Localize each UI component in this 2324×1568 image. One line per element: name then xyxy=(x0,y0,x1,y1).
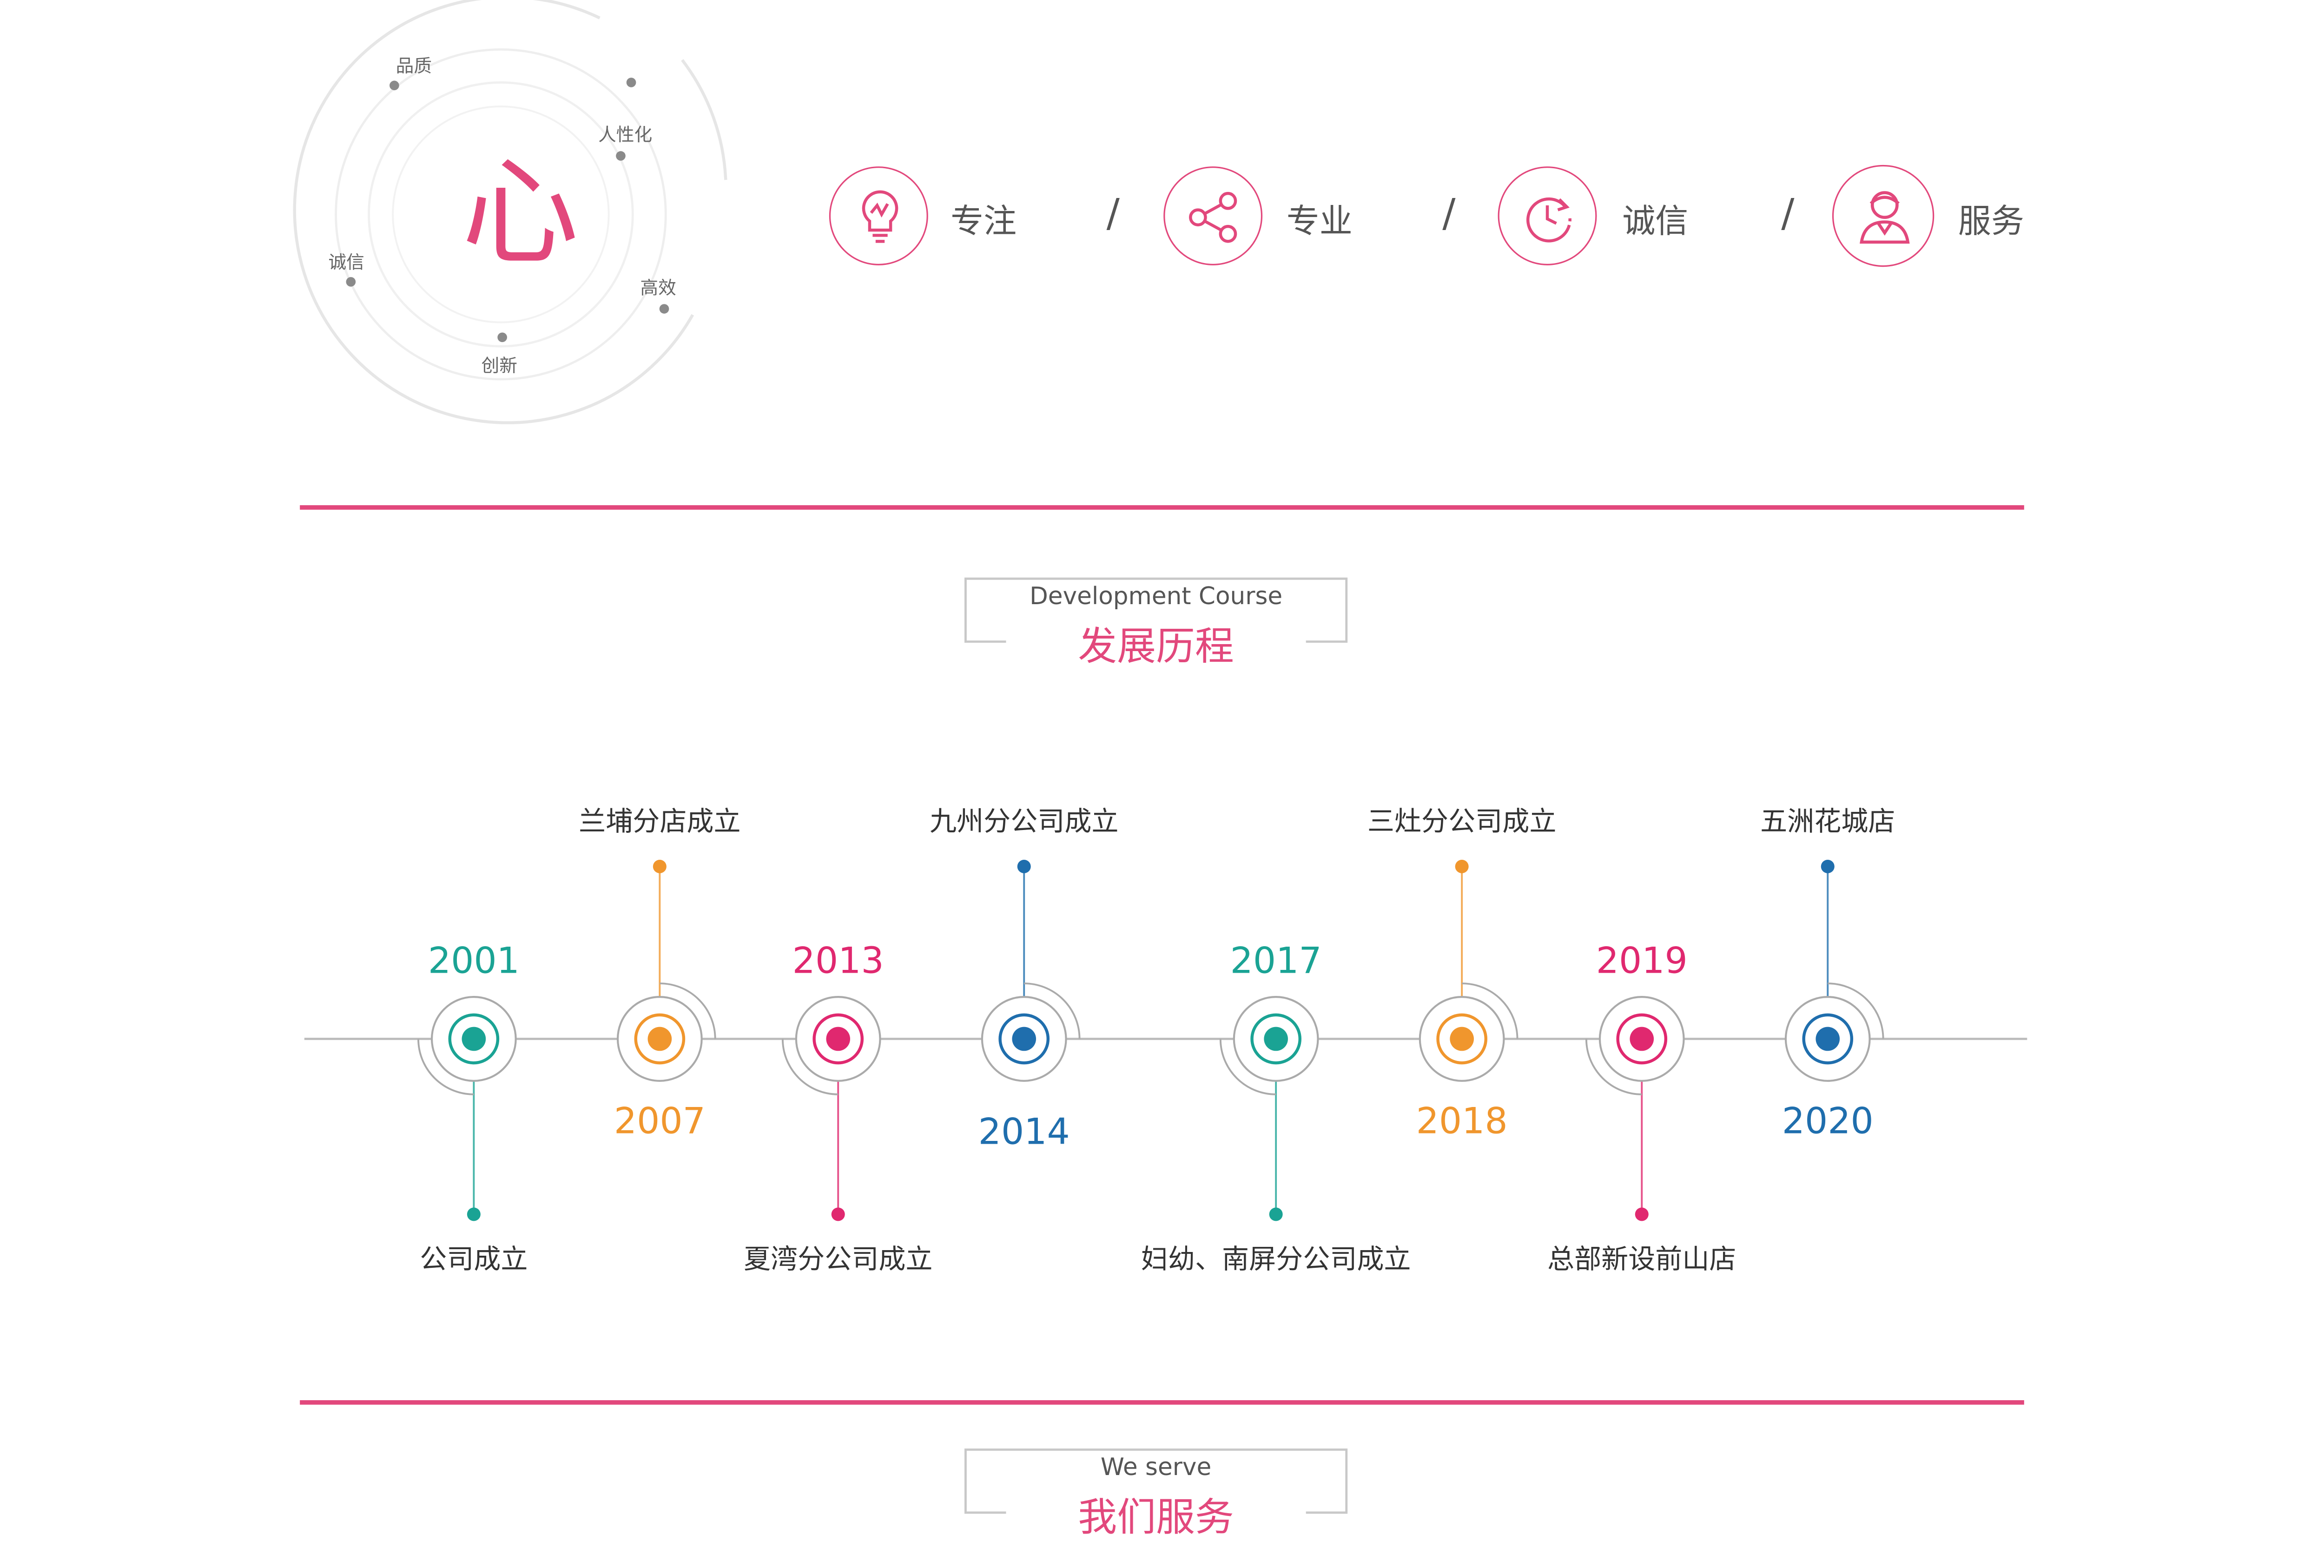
timeline-end-dot xyxy=(1635,1207,1649,1221)
service-person-icon xyxy=(1832,165,1934,267)
heart-character: 心 xyxy=(462,147,579,282)
timeline-end-dot xyxy=(1269,1207,1283,1221)
timeline-end-dot xyxy=(653,859,667,874)
timeline-node-dot xyxy=(1450,1027,1474,1051)
ring-label-quality: 品质 xyxy=(396,55,432,77)
timeline-event: 总部新设前山店 xyxy=(1547,1244,1736,1276)
ring-label-innovation: 创新 xyxy=(481,355,517,376)
timeline-node-dot xyxy=(462,1027,486,1051)
timeline-year: 2007 xyxy=(614,1100,706,1143)
value-separator: / xyxy=(1442,191,1456,237)
value-label-integrity: 诚信 xyxy=(1622,204,1689,242)
section-divider xyxy=(300,505,2024,510)
timeline-year: 2001 xyxy=(428,940,520,982)
timeline-arc xyxy=(1585,1039,1642,1095)
timeline-arc xyxy=(1219,1039,1276,1095)
timeline-event: 五洲花城店 xyxy=(1760,806,1895,838)
development-heading: Development Course 发展历程 xyxy=(964,577,1348,670)
timeline-node-dot xyxy=(1816,1027,1840,1051)
timeline-event: 夏湾分公司成立 xyxy=(743,1244,933,1276)
development-title-en: Development Course xyxy=(1030,581,1283,610)
ring-label-efficiency: 高效 xyxy=(640,277,676,298)
timeline-event: 公司成立 xyxy=(420,1244,528,1276)
timeline-node-dot xyxy=(1012,1027,1037,1051)
timeline-year: 2019 xyxy=(1596,940,1688,982)
timeline-arc xyxy=(781,1039,838,1095)
timeline-node-dot xyxy=(826,1027,851,1051)
timeline-node-dot xyxy=(1264,1027,1288,1051)
timeline-arc xyxy=(1024,982,1081,1039)
timeline-arc xyxy=(417,1039,474,1095)
timeline-event: 兰埔分店成立 xyxy=(579,806,741,838)
timeline-arc xyxy=(1828,982,1884,1039)
clock-icon xyxy=(1498,166,1597,265)
value-separator: / xyxy=(1106,191,1120,237)
timeline-end-dot xyxy=(831,1207,845,1221)
timeline-end-dot xyxy=(1821,859,1835,874)
timeline-end-dot xyxy=(467,1207,481,1221)
timeline-year: 2014 xyxy=(978,1111,1070,1153)
timeline-arc xyxy=(1462,982,1519,1039)
ring-label-integrity: 诚信 xyxy=(328,251,364,273)
timeline-year: 2013 xyxy=(792,940,884,982)
timeline-year: 2020 xyxy=(1782,1100,1874,1143)
services-title-cn: 我们服务 xyxy=(1078,1496,1234,1542)
values-ring-graphic xyxy=(293,0,727,424)
services-title-en: We serve xyxy=(1100,1452,1212,1482)
timeline-event: 妇幼、南屏分公司成立 xyxy=(1141,1244,1411,1276)
services-heading: We serve 我们服务 xyxy=(964,1448,1348,1541)
development-title-cn: 发展历程 xyxy=(1078,625,1234,670)
timeline-year: 2018 xyxy=(1416,1100,1508,1143)
timeline-node-dot xyxy=(1630,1027,1654,1051)
timeline-end-dot xyxy=(1017,859,1031,874)
timeline-event: 九州分公司成立 xyxy=(929,806,1119,838)
lightbulb-icon xyxy=(829,166,928,265)
timeline-node-dot xyxy=(647,1027,672,1051)
value-label-focus: 专注 xyxy=(951,204,1017,242)
value-label-service: 服务 xyxy=(1958,204,2024,242)
value-label-professional: 专业 xyxy=(1286,204,1353,242)
ring-label-humanization: 人性化 xyxy=(598,124,653,145)
timeline-arc xyxy=(660,982,716,1039)
value-separator: / xyxy=(1781,191,1795,237)
timeline-graphic xyxy=(304,859,2027,1221)
timeline-event: 三灶分公司成立 xyxy=(1367,806,1557,838)
share-icon xyxy=(1163,166,1263,265)
timeline-year: 2017 xyxy=(1230,940,1322,982)
section-divider xyxy=(300,1400,2024,1405)
timeline-end-dot xyxy=(1455,859,1469,874)
